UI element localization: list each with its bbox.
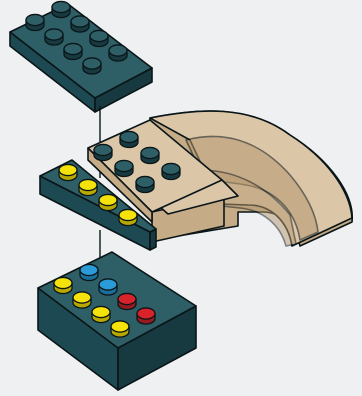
tan-platform-stud-0-1 [115,160,133,176]
top-stud-0-3 [83,58,101,74]
bottom-stud-1-1 [99,279,117,295]
bottom-stud-0-1 [73,292,91,308]
top-stud-0-0 [26,14,44,30]
bottom-stud-1-3 [137,308,155,324]
bottom-stud-0-0 [54,277,72,293]
middle-yellow-stud-0-1 [79,179,97,195]
bottom-stud-1-0 [80,264,98,280]
bottom-stud-0-3 [111,321,129,337]
bottom-stud-1-2 [118,293,136,309]
middle-yellow-stud-0-2 [99,194,117,210]
tan-platform-stud-1-0 [120,131,138,147]
top-stud-1-3 [109,45,127,61]
top-stud-1-1 [71,16,89,32]
tan-platform-stud-0-2 [136,176,154,192]
middle-yellow-stud-0-0 [59,164,77,180]
bottom-stud-0-2 [92,306,110,322]
middle-yellow-stud-0-3 [119,209,137,225]
top-stud-0-2 [64,43,82,59]
tan-platform-stud-1-1 [141,147,159,163]
top-stud-0-1 [45,29,63,45]
tan-platform-stud-0-0 [94,144,112,160]
tan-platform-stud-1-2 [162,163,180,179]
top-stud-1-2 [90,30,108,46]
top-stud-1-0 [52,1,70,17]
